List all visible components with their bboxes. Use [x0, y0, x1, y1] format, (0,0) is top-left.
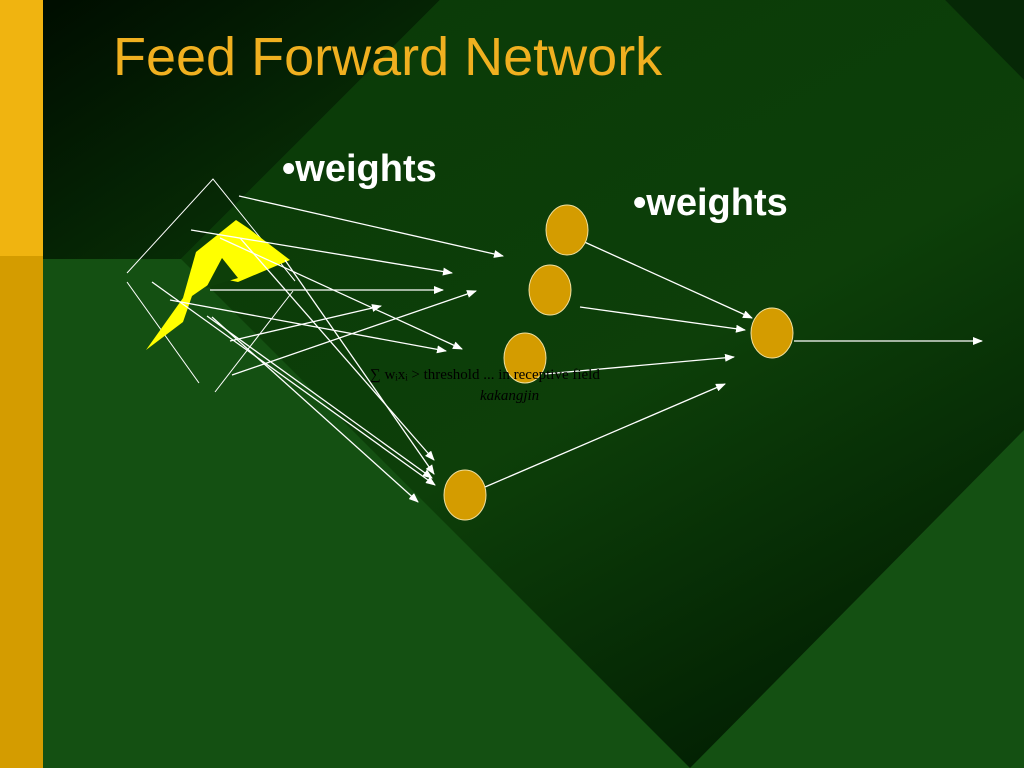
weights-label-hidden: •weights	[633, 182, 788, 224]
threshold-formula: ∑ wᵢxᵢ > threshold ... in receptive fiel…	[370, 367, 600, 404]
weight-arrow	[484, 383, 726, 488]
accent-bar-top	[0, 0, 43, 256]
field-outline	[214, 290, 294, 393]
neurons	[443, 204, 794, 521]
input-weights	[151, 195, 504, 503]
background-diamond	[181, 0, 1024, 768]
weight-arrow	[579, 306, 746, 333]
weight-arrow	[579, 239, 753, 319]
hidden-weights	[484, 239, 983, 488]
hidden-neuron	[528, 264, 572, 316]
hidden-neuron	[443, 469, 487, 521]
slide-title: Feed Forward Network	[113, 27, 663, 87]
hidden-neuron	[545, 204, 589, 256]
weights-label-input: •weights	[282, 148, 437, 190]
weight-arrow	[284, 259, 435, 475]
background-corner	[43, 0, 440, 259]
formula-text: ∑ wᵢxᵢ > threshold ... in receptive fiel…	[370, 367, 600, 383]
weight-arrow	[544, 353, 735, 375]
weight-arrow	[151, 281, 436, 486]
weight-arrow	[219, 237, 463, 350]
letter-a-hole	[206, 258, 238, 288]
weight-arrow	[206, 315, 433, 479]
weight-arrow	[169, 299, 447, 354]
accent-bar-bottom	[0, 256, 43, 768]
weight-arrow	[231, 290, 477, 376]
weight-arrow	[238, 195, 504, 258]
weight-arrow	[190, 229, 453, 276]
weight-arrow	[239, 237, 435, 461]
background-corner-right	[945, 0, 1024, 80]
output-neuron	[750, 307, 794, 359]
formula-overlap-text: kakangjin	[480, 388, 540, 404]
weight-arrow	[211, 316, 419, 503]
hidden-neuron	[503, 332, 547, 384]
weight-arrow	[229, 304, 382, 342]
letter-a-shape	[146, 220, 290, 350]
